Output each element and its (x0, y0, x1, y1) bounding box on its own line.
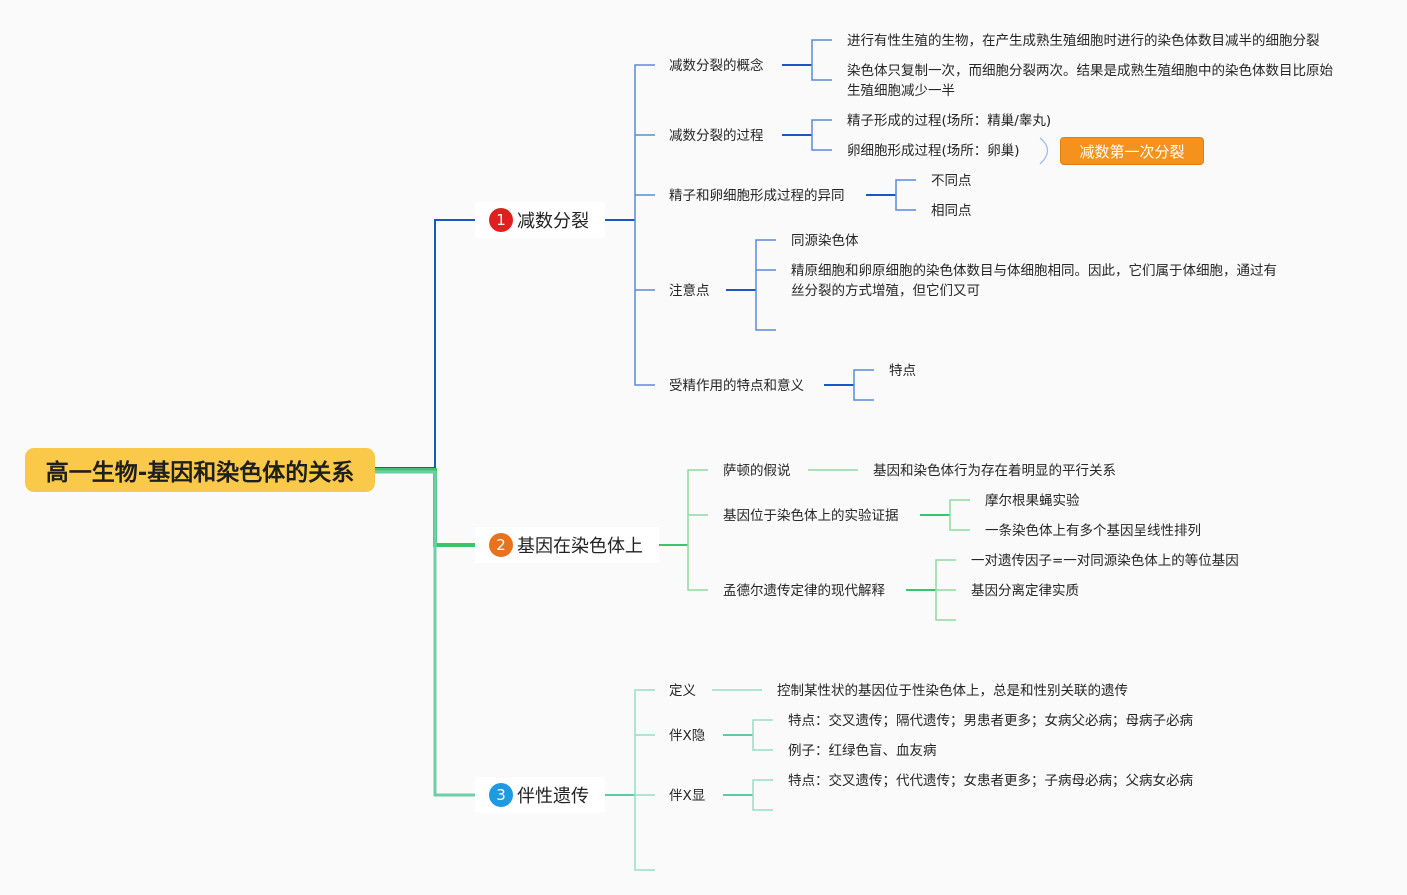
leaf-sperm-formation[interactable]: 精子形成的过程(场所：精巢/睾丸) (845, 111, 1054, 131)
leaf-morgan-experiment[interactable]: 摩尔根果蝇实验 (983, 491, 1082, 511)
leaf-linear-arrangement[interactable]: 一条染色体上有多个基因呈线性排列 (983, 521, 1203, 541)
topic-sperm-egg-comparison[interactable]: 精子和卵细胞形成过程的异同 (667, 186, 847, 206)
connector-b1-process-bracket (811, 119, 832, 151)
leaf-sex-linked-definition[interactable]: 控制某性状的基因位于性染色体上，总是和性别关联的遗传 (775, 681, 1130, 701)
leaf-egg-formation[interactable]: 卵细胞形成过程(场所：卵巢) (845, 141, 1022, 161)
leaf-fertilization-features[interactable]: 特点 (887, 361, 918, 381)
branch-3-badge: 3 (489, 783, 513, 807)
connector-b1-trunk (634, 64, 655, 386)
leaf-parallel-relation[interactable]: 基因和染色体行为存在着明显的平行关系 (871, 461, 1118, 481)
leaf-x-recessive-features[interactable]: 特点：交叉遗传；隔代遗传；男患者更多；女病父必病；母病子必病 (786, 711, 1195, 731)
branch-1-label: 减数分裂 (517, 211, 589, 232)
connector-root-branch-3 (375, 470, 475, 797)
leaf-segregation-essence[interactable]: 基因分离定律实质 (969, 581, 1081, 601)
connector-b3-dom-bracket (752, 779, 773, 811)
leaf-similarities[interactable]: 相同点 (929, 201, 974, 221)
topic-fertilization[interactable]: 受精作用的特点和意义 (667, 376, 806, 396)
topic-x-recessive[interactable]: 伴X隐 (667, 726, 708, 746)
connector-b3-rec-bracket (752, 719, 773, 751)
topic-notes[interactable]: 注意点 (667, 281, 712, 301)
summary-tag-meiosis-1[interactable]: 减数第一次分裂 (1060, 137, 1204, 165)
topic-definition[interactable]: 定义 (667, 681, 698, 701)
topic-experimental-evidence[interactable]: 基因位于染色体上的实验证据 (721, 506, 901, 526)
branch-2-label: 基因在染色体上 (517, 536, 643, 557)
branch-2-badge: 2 (489, 533, 513, 557)
leaf-x-dominant-features[interactable]: 特点：交叉遗传；代代遗传；女患者更多；子病母必病；父病女必病 (786, 771, 1195, 791)
connector-b1-fert-bracket (853, 369, 874, 401)
leaf-x-recessive-examples[interactable]: 例子：红绿色盲、血友病 (786, 741, 939, 761)
connector-b1-notes-bracket (755, 239, 776, 331)
topic-mendel-modern[interactable]: 孟德尔遗传定律的现代解释 (721, 581, 887, 601)
connector-root-branch-1 (375, 219, 475, 469)
root-node[interactable]: 高一生物-基因和染色体的关系 (25, 448, 375, 492)
connector-b1-compare-bracket (895, 179, 916, 211)
branch-1-node[interactable]: 1 减数分裂 (475, 202, 605, 238)
branch-2-node[interactable]: 2 基因在染色体上 (475, 527, 659, 563)
root-title: 高一生物-基因和染色体的关系 (45, 460, 355, 486)
connector-summary-brace (1039, 137, 1049, 165)
connector-root-branch-2 (375, 468, 475, 547)
connector-b1-concept-bracket (811, 39, 832, 81)
leaf-meiosis-result[interactable]: 染色体只复制一次，而细胞分裂两次。结果是成熟生殖细胞中的染色体数目比原始生殖细胞… (845, 61, 1344, 101)
topic-meiosis-concept[interactable]: 减数分裂的概念 (667, 56, 766, 76)
branch-1-badge: 1 (489, 208, 513, 232)
connector-b3-trunk (634, 689, 655, 871)
connector-b2-evidence-bracket (949, 499, 970, 531)
leaf-allele-pair[interactable]: 一对遗传因子=一对同源染色体上的等位基因 (969, 551, 1241, 571)
topic-sutton-hypothesis[interactable]: 萨顿的假说 (721, 461, 793, 481)
leaf-homologous-chromosomes[interactable]: 同源染色体 (789, 231, 861, 251)
branch-3-label: 伴性遗传 (517, 786, 589, 807)
connector-b2-trunk (687, 469, 708, 591)
topic-x-dominant[interactable]: 伴X显 (667, 786, 708, 806)
topic-meiosis-process[interactable]: 减数分裂的过程 (667, 126, 766, 146)
leaf-meiosis-definition[interactable]: 进行有性生殖的生物，在产生成熟生殖细胞时进行的染色体数目减半的细胞分裂 (845, 31, 1322, 51)
branch-3-node[interactable]: 3 伴性遗传 (475, 777, 605, 813)
leaf-spermatogonia-note[interactable]: 精原细胞和卵原细胞的染色体数目与体细胞相同。因此，它们属于体细胞，通过有丝分裂的… (789, 261, 1288, 301)
leaf-differences[interactable]: 不同点 (929, 171, 974, 191)
